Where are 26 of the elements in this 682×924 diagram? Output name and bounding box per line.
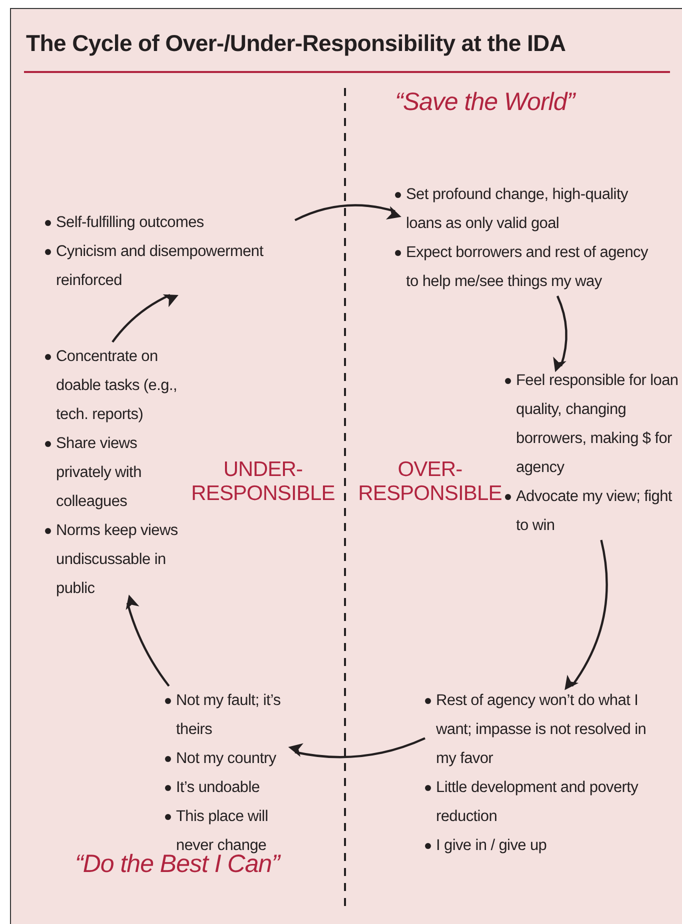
cycle-arrow — [126, 594, 170, 687]
bullet-text: Feel responsible for loan quality, changing borrowers, making $ for agency — [516, 371, 680, 478]
bullet-text: Not my country — [176, 749, 276, 769]
bullet-text: Self-fulfilling outcomes — [56, 213, 204, 233]
bullet-text: Advocate my view; fight to win — [516, 487, 673, 536]
cycle-arrow — [564, 540, 608, 690]
zone-label: OVER- RESPONSIBLE — [357, 458, 503, 506]
bullet-text: I give in / give up — [436, 836, 547, 856]
bullet-text: Set profound change, high-quality loans as only valid goal — [406, 185, 629, 234]
bullet-text: Norms keep views undiscussable in public — [56, 521, 179, 599]
bullet-text: Share views privately with colleagues — [56, 434, 142, 512]
bullet-text: Not my fault; it’s theirs — [176, 691, 282, 740]
cycle-arrow — [552, 296, 568, 372]
zone-label: UNDER- RESPONSIBLE — [190, 458, 336, 506]
bullet-text: Expect borrowers and rest of agency to help me/see things my way — [406, 243, 649, 292]
cycle-arrow — [112, 294, 178, 343]
bullet-text: Concentrate on doable tasks (e.g., tech. reports) — [56, 347, 178, 425]
cycle-arrow — [288, 737, 426, 758]
bullet-text: Little development and poverty reduction — [436, 778, 640, 827]
quote-heading: “Save the World” — [395, 88, 575, 117]
bullet-text: This place will never change — [176, 807, 269, 854]
bullet-text: It’s undoable — [176, 778, 260, 798]
cycle-arrow — [294, 204, 402, 222]
title: The Cycle of Over-/Under-Responsibility at the IDA — [26, 30, 566, 57]
bullet-text: Rest of agency won’t do what I want; impasse is not resolved in my favor — [436, 691, 648, 769]
bullet-text: Cynicism and disempowerment reinforced — [56, 242, 264, 291]
